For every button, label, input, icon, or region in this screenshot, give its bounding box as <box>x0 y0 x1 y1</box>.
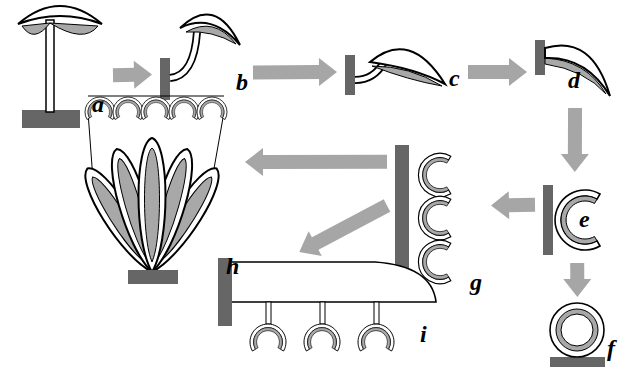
block-arrow <box>561 108 589 172</box>
arrow-shaft <box>568 108 582 155</box>
figure-letter: g <box>470 270 482 294</box>
figure-node: f <box>545 300 622 370</box>
arrow-shaft <box>113 68 135 82</box>
figure-letter: a <box>92 92 104 116</box>
figure-node: h <box>80 88 242 288</box>
block-arrow <box>253 58 337 86</box>
arrow-head <box>134 61 152 89</box>
arrow-head <box>319 58 337 86</box>
arrow-shaft <box>508 198 535 212</box>
figure-b <box>160 14 240 100</box>
arrow-head <box>245 148 263 176</box>
figure-i <box>218 258 436 351</box>
block-arrow <box>113 61 152 89</box>
arrow-shaft <box>468 65 510 79</box>
arrow-shaft <box>262 155 387 169</box>
figure-f <box>550 303 605 367</box>
block-arrow <box>491 191 535 219</box>
figure-e <box>543 185 600 255</box>
figure-node: g <box>390 140 488 296</box>
figure-letter: c <box>449 66 460 90</box>
arrow-shaft <box>253 65 320 79</box>
figure-letter: b <box>236 70 248 94</box>
block-arrow <box>299 206 387 256</box>
figure-node: b <box>155 0 250 105</box>
arrow-shaft <box>314 206 387 245</box>
figure-letter: e <box>579 207 590 231</box>
figure-d <box>535 40 610 96</box>
arrow-head <box>563 279 591 297</box>
figure-letter: i <box>420 322 427 346</box>
figure-node: i <box>210 255 445 367</box>
block-arrow <box>468 58 527 86</box>
figure-c <box>345 49 445 95</box>
arrow-head <box>509 58 527 86</box>
arrow-head <box>491 191 509 219</box>
figure-letter: d <box>568 68 580 92</box>
block-arrow <box>563 263 591 297</box>
figure-node: d <box>530 30 615 105</box>
arrow-shaft <box>570 263 584 280</box>
figure-letter: h <box>226 254 239 278</box>
arrow-head <box>299 231 321 256</box>
figure-node: c <box>340 28 465 100</box>
figure-h <box>76 96 228 284</box>
arrow-head <box>561 154 589 172</box>
block-arrow <box>245 148 387 176</box>
figure-node: e <box>538 175 618 260</box>
figure-letter: f <box>607 336 615 360</box>
figure-node: a <box>15 0 110 132</box>
